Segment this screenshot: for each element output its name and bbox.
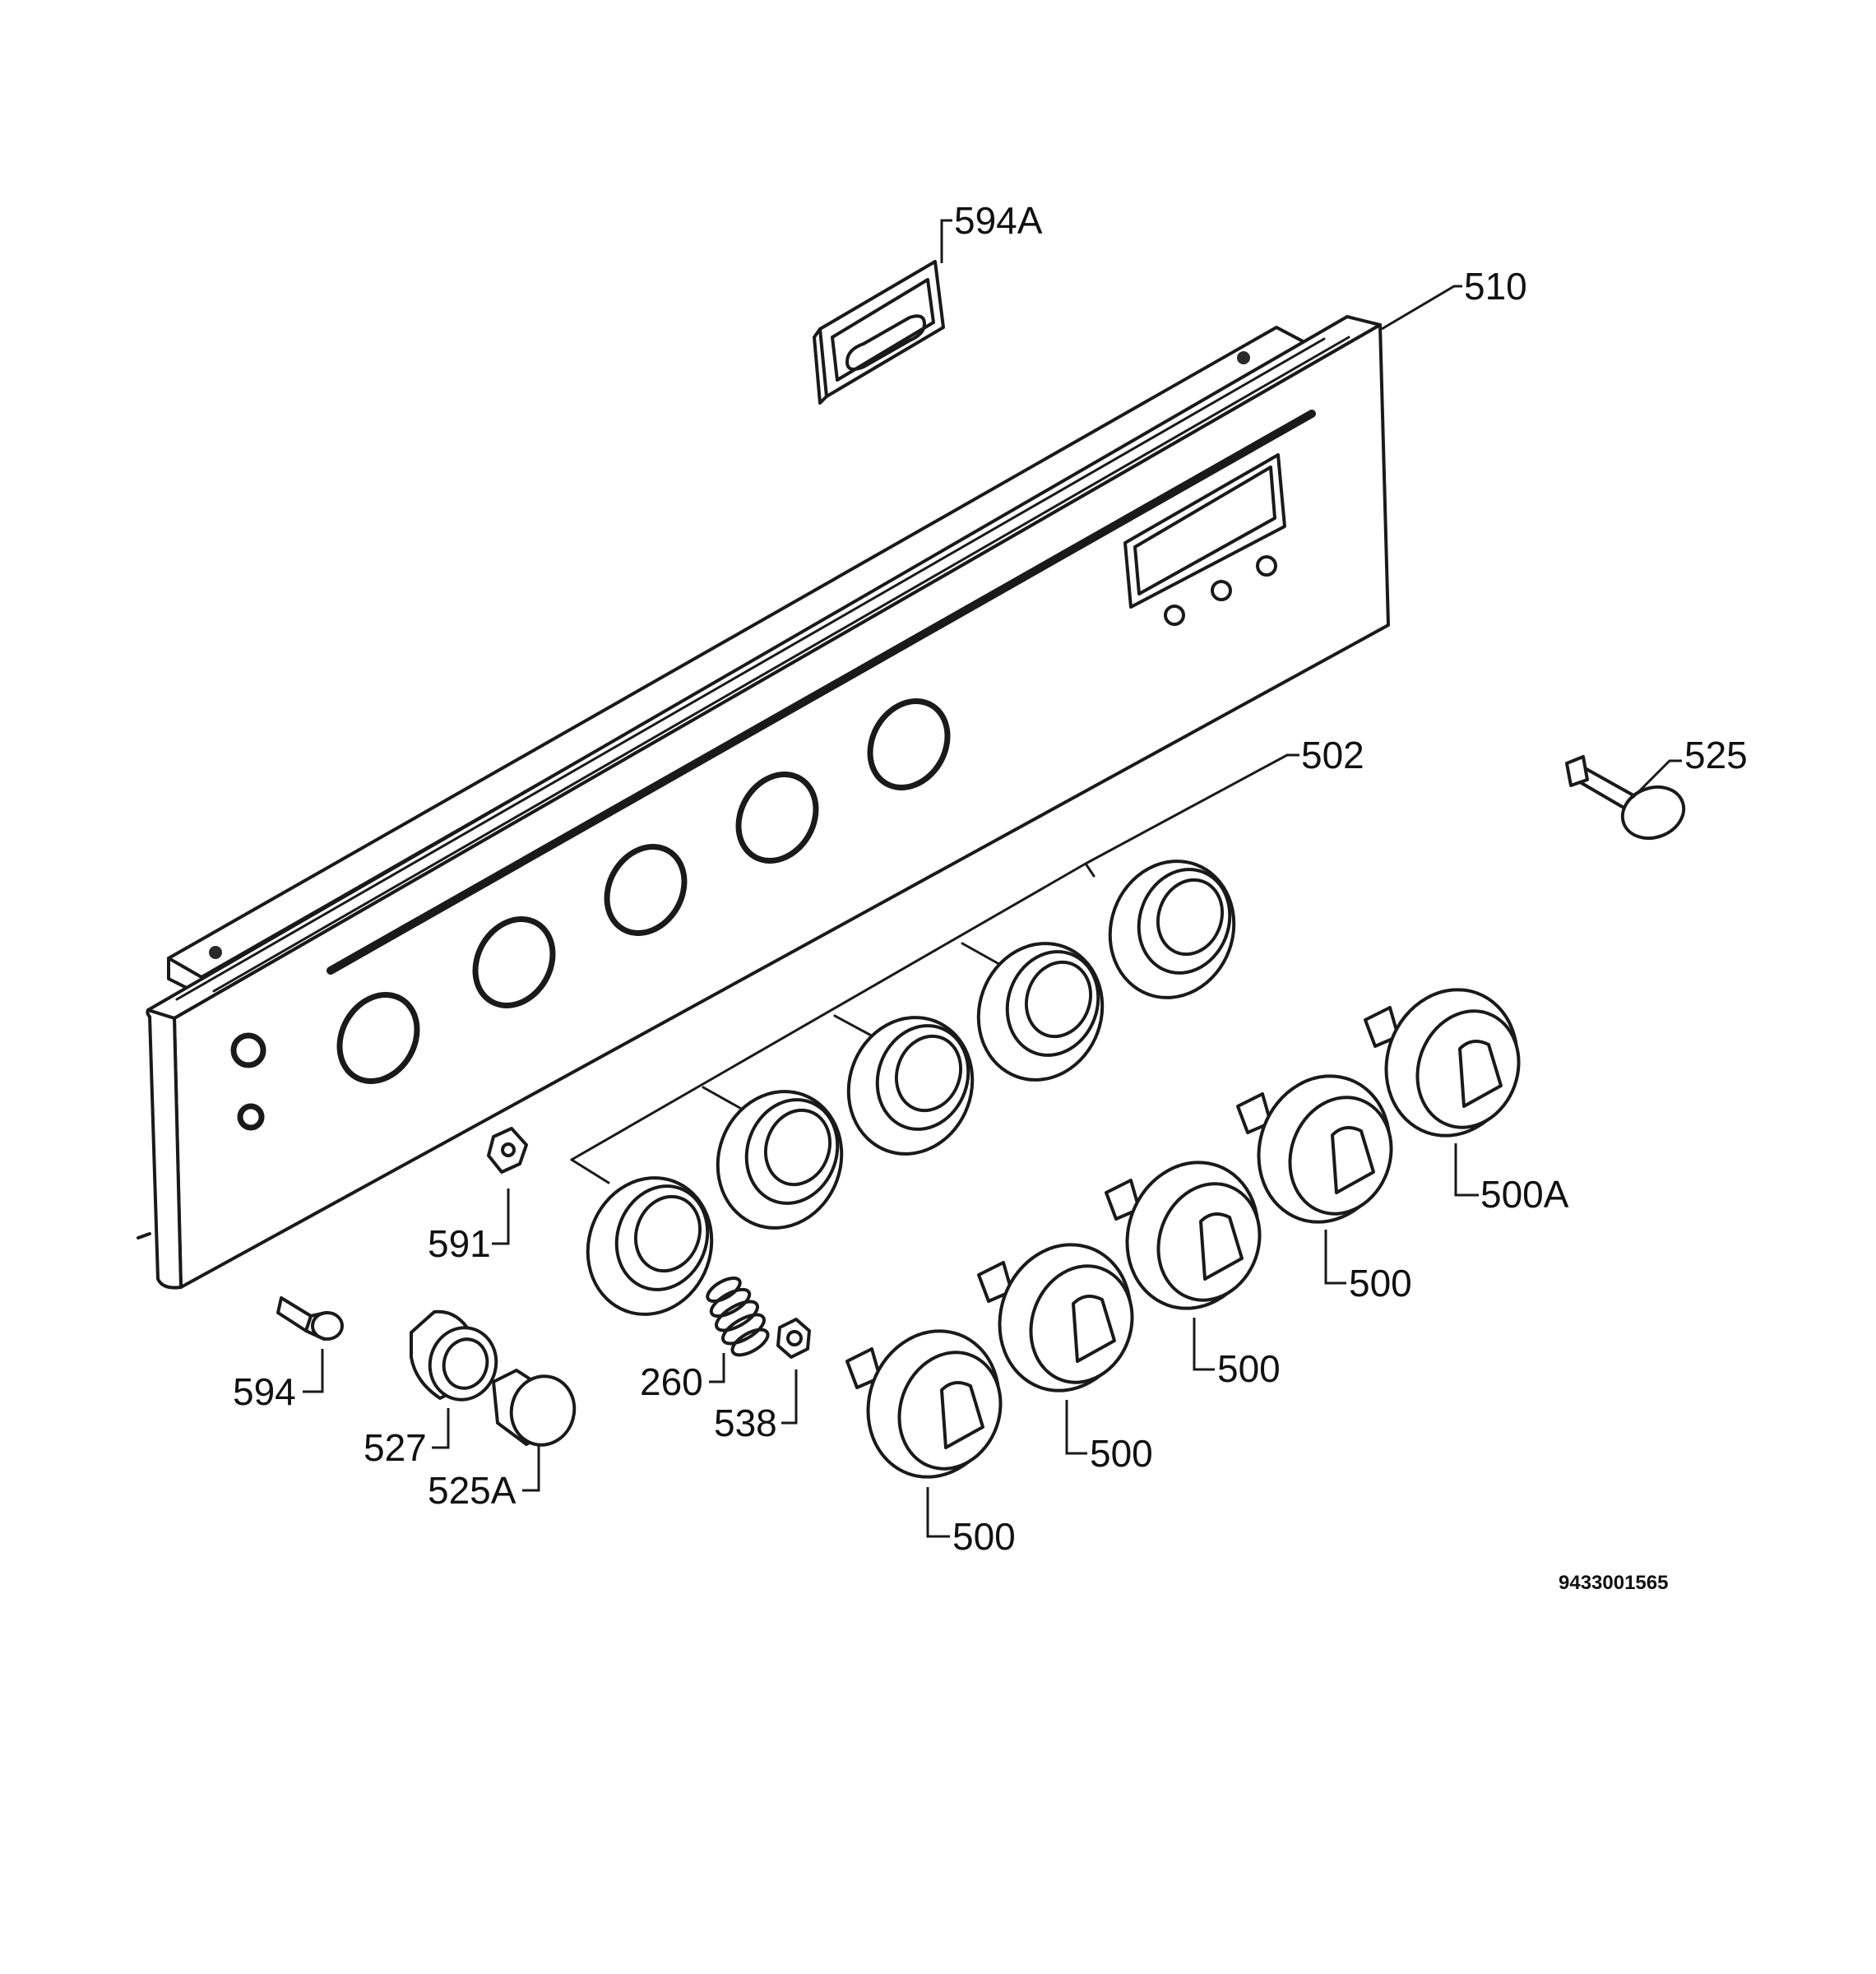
label-500: 500 bbox=[1090, 1432, 1153, 1475]
bezel-rings-502 bbox=[570, 860, 1236, 1316]
bracket-594A bbox=[813, 260, 945, 405]
knob-500 bbox=[845, 1329, 1003, 1479]
knob-500 bbox=[1236, 1074, 1393, 1224]
label-538: 538 bbox=[714, 1402, 777, 1444]
label-500: 500 bbox=[1217, 1347, 1281, 1390]
spring-260 bbox=[706, 1277, 770, 1357]
leader-lines bbox=[303, 219, 1682, 1538]
bezel-ring bbox=[586, 1176, 714, 1316]
label-594: 594 bbox=[233, 1370, 296, 1413]
pin-525 bbox=[1565, 755, 1686, 841]
knob-500 bbox=[1105, 1161, 1262, 1310]
label-500: 500 bbox=[1349, 1262, 1412, 1304]
bezel-ring bbox=[716, 1090, 844, 1230]
label-591: 591 bbox=[428, 1222, 491, 1265]
label-500A: 500A bbox=[1480, 1173, 1569, 1216]
bezel-ring bbox=[846, 1016, 975, 1156]
nut-538 bbox=[776, 1318, 811, 1359]
cap-525A bbox=[492, 1369, 577, 1447]
control-panel-510 bbox=[137, 315, 1390, 1290]
label-527: 527 bbox=[364, 1426, 427, 1469]
knob-500 bbox=[977, 1243, 1134, 1392]
drawing-number: 9433001565 bbox=[1559, 1572, 1668, 1594]
label-594A: 594A bbox=[954, 199, 1043, 242]
label-525: 525 bbox=[1684, 734, 1748, 776]
label-525A: 525A bbox=[428, 1469, 516, 1512]
bushing-527 bbox=[410, 1309, 498, 1402]
knob-500A bbox=[1364, 988, 1521, 1138]
label-510: 510 bbox=[1464, 265, 1527, 308]
pin-594 bbox=[276, 1296, 344, 1341]
bezel-ring bbox=[1108, 860, 1236, 999]
clip-591 bbox=[487, 1127, 528, 1174]
label-502: 502 bbox=[1301, 734, 1364, 776]
part-labels: 594A 510 502 525 500A 500 500 500 500 59… bbox=[233, 199, 1748, 1594]
label-260: 260 bbox=[640, 1360, 703, 1403]
bezel-ring bbox=[976, 942, 1105, 1082]
label-500: 500 bbox=[952, 1515, 1016, 1558]
knobs-500 bbox=[845, 988, 1521, 1479]
